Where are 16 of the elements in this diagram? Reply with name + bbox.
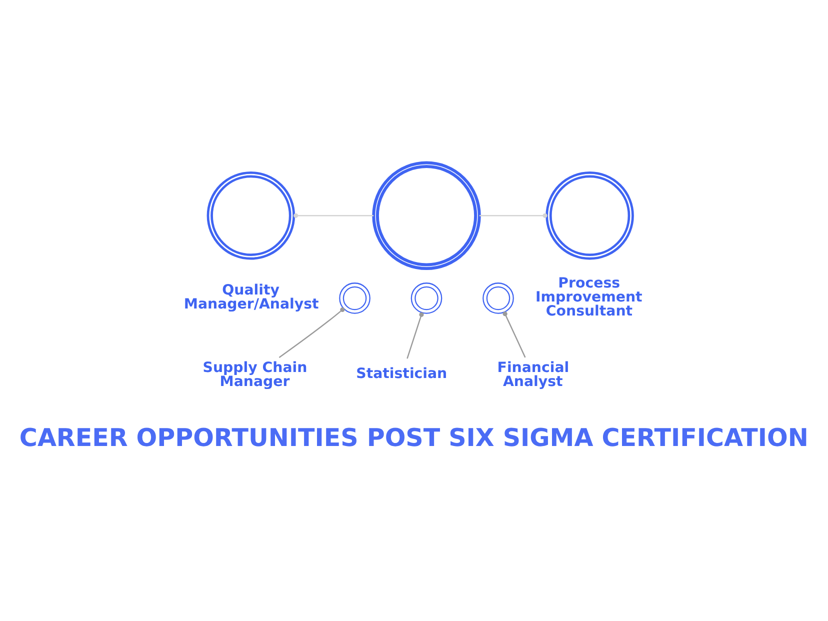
connector [406,312,424,359]
connector [294,213,374,218]
connector [278,307,345,358]
node-circle [206,172,296,260]
node-circle [410,282,442,314]
node-label: Process Improvement Consultant [536,275,642,320]
node-circle [482,282,514,314]
node-circle [546,172,634,260]
connector [502,312,526,358]
node-text: Supply Chain Manager [202,360,308,390]
connector [479,213,548,218]
node-label: Quality Manager/Analyst [184,282,319,313]
node-text: Financial Analyst [497,360,570,390]
node-text: Statistician [356,366,448,382]
node-circle [372,161,481,270]
diagram-title: CAREER OPPORTUNITIES POST SIX SIGMA CERTIFICATION [19,422,808,452]
